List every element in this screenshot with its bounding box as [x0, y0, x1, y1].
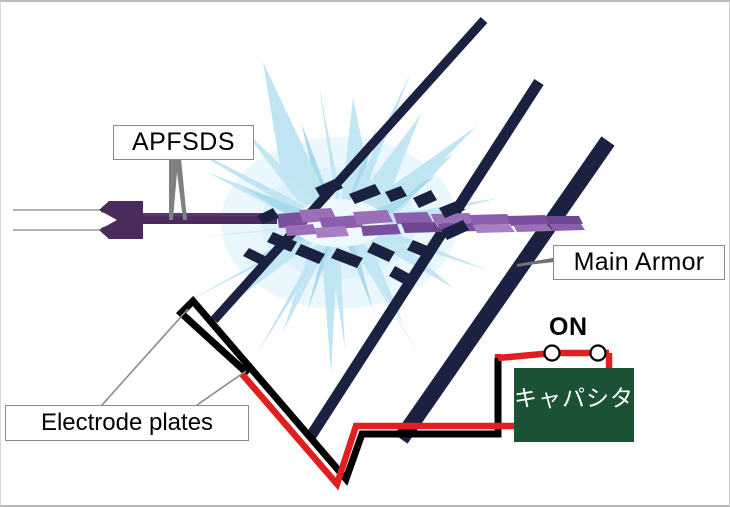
leader-apfsds — [169, 158, 187, 220]
main-armor-plates — [210, 16, 615, 444]
label-switch-on: ON — [549, 313, 588, 341]
armor-debris-fragments — [243, 178, 469, 288]
capacitor — [514, 368, 634, 442]
apfsds-penetrator — [99, 201, 277, 239]
switch-terminal-right — [589, 344, 607, 362]
electrode-plate-upper-lower-v — [175, 295, 502, 486]
leader-lines — [101, 158, 555, 406]
capacitor-label: キャパシタ — [514, 386, 634, 412]
label-apfsds: APFSDS — [113, 125, 254, 160]
power-switch[interactable] — [497, 344, 609, 362]
penetrator-fin — [99, 201, 143, 239]
capacitor-body — [514, 368, 634, 442]
leader-electrode-1 — [101, 308, 189, 406]
leader-electrode-2 — [196, 370, 247, 406]
electrode-plates — [175, 295, 502, 486]
trajectory-guide-lines — [13, 209, 119, 231]
switch-terminal-left — [543, 344, 561, 362]
armor-plate-2 — [304, 79, 544, 442]
penetrator-rod — [143, 213, 277, 224]
label-electrode-plates: Electrode plates — [5, 405, 249, 441]
penetrator-fragments — [277, 208, 585, 238]
armor-plate-1 — [210, 16, 488, 324]
label-main-armor: Main Armor — [553, 245, 725, 280]
armor-plate-3 — [394, 136, 615, 444]
